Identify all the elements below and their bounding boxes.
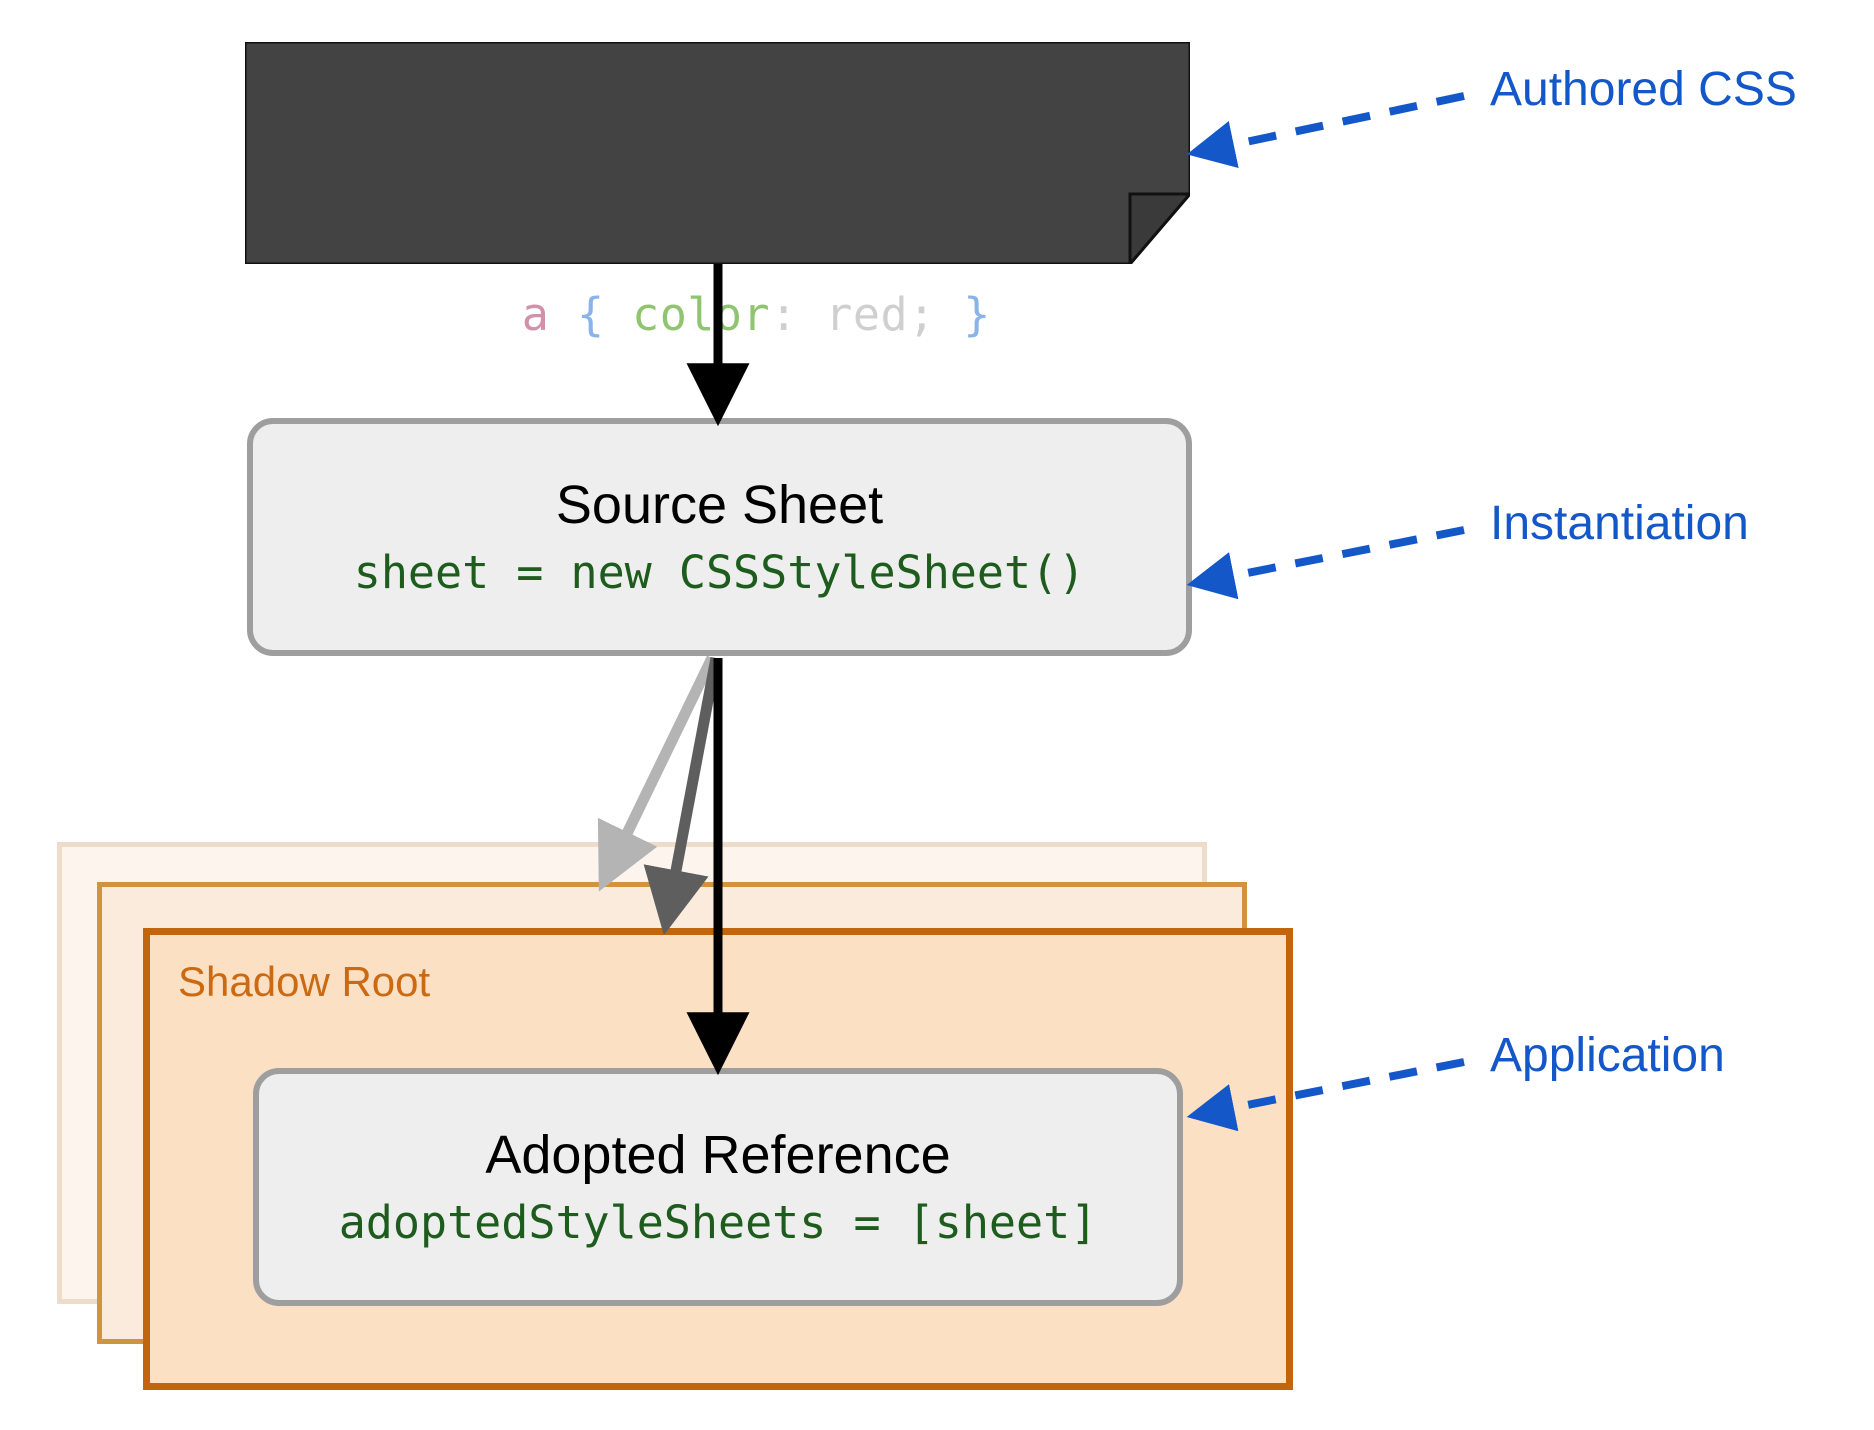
annotation-label-application: Application <box>1490 1029 1725 1082</box>
adopted-reference-box: Adopted Reference adoptedStyleSheets = [… <box>253 1068 1183 1306</box>
annotation-leader-instantiation <box>1186 526 1465 600</box>
code-selector: a <box>521 288 550 341</box>
adopted-reference-code: adoptedStyleSheets = [sheet] <box>338 1195 1098 1249</box>
code-line-1: a { color: red; } <box>301 222 1074 408</box>
annotation-leader-authored-css <box>1186 92 1465 169</box>
annotation-label-instantiation: Instantiation <box>1490 497 1749 550</box>
code-open-brace: { <box>576 288 605 341</box>
code-colon: : <box>770 288 798 341</box>
code-property: color <box>632 288 771 341</box>
code-close-brace: } <box>963 288 991 341</box>
code-note-shape-icon <box>245 42 1190 264</box>
shadow-root-label: Shadow Root <box>178 958 431 1005</box>
source-sheet-code: sheet = new CSSStyleSheet() <box>353 545 1086 599</box>
source-sheet-box: Source Sheet sheet = new CSSStyleSheet() <box>247 418 1192 656</box>
code-value: red; <box>825 288 936 341</box>
adopted-reference-title: Adopted Reference <box>485 1124 951 1185</box>
annotation-label-authored-css: Authored CSS <box>1490 63 1797 116</box>
authored-css-code-block: a { color: red; } p { padding: 10px; } <box>245 42 1190 651</box>
source-sheet-title: Source Sheet <box>555 474 884 535</box>
